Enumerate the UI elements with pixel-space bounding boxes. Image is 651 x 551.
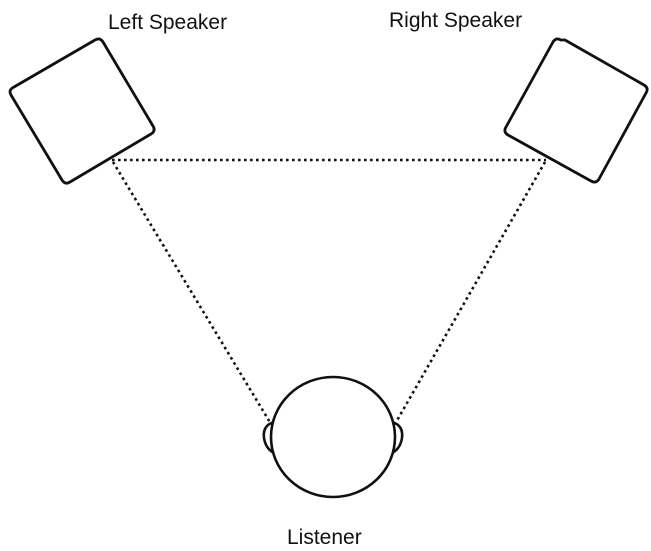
listener-head-outline bbox=[269, 375, 397, 499]
right-speaker-icon bbox=[503, 37, 649, 184]
left-speaker-icon bbox=[8, 37, 156, 185]
listener-label: Listener bbox=[287, 526, 362, 549]
right-speaker-to-listener-line bbox=[393, 161, 547, 425]
right-speaker-label: Right Speaker bbox=[389, 9, 523, 32]
left-speaker-to-listener-line bbox=[111, 161, 273, 425]
listener-head-icon bbox=[262, 375, 404, 499]
left-speaker-label: Left Speaker bbox=[108, 11, 228, 34]
connection-lines bbox=[111, 158, 547, 425]
